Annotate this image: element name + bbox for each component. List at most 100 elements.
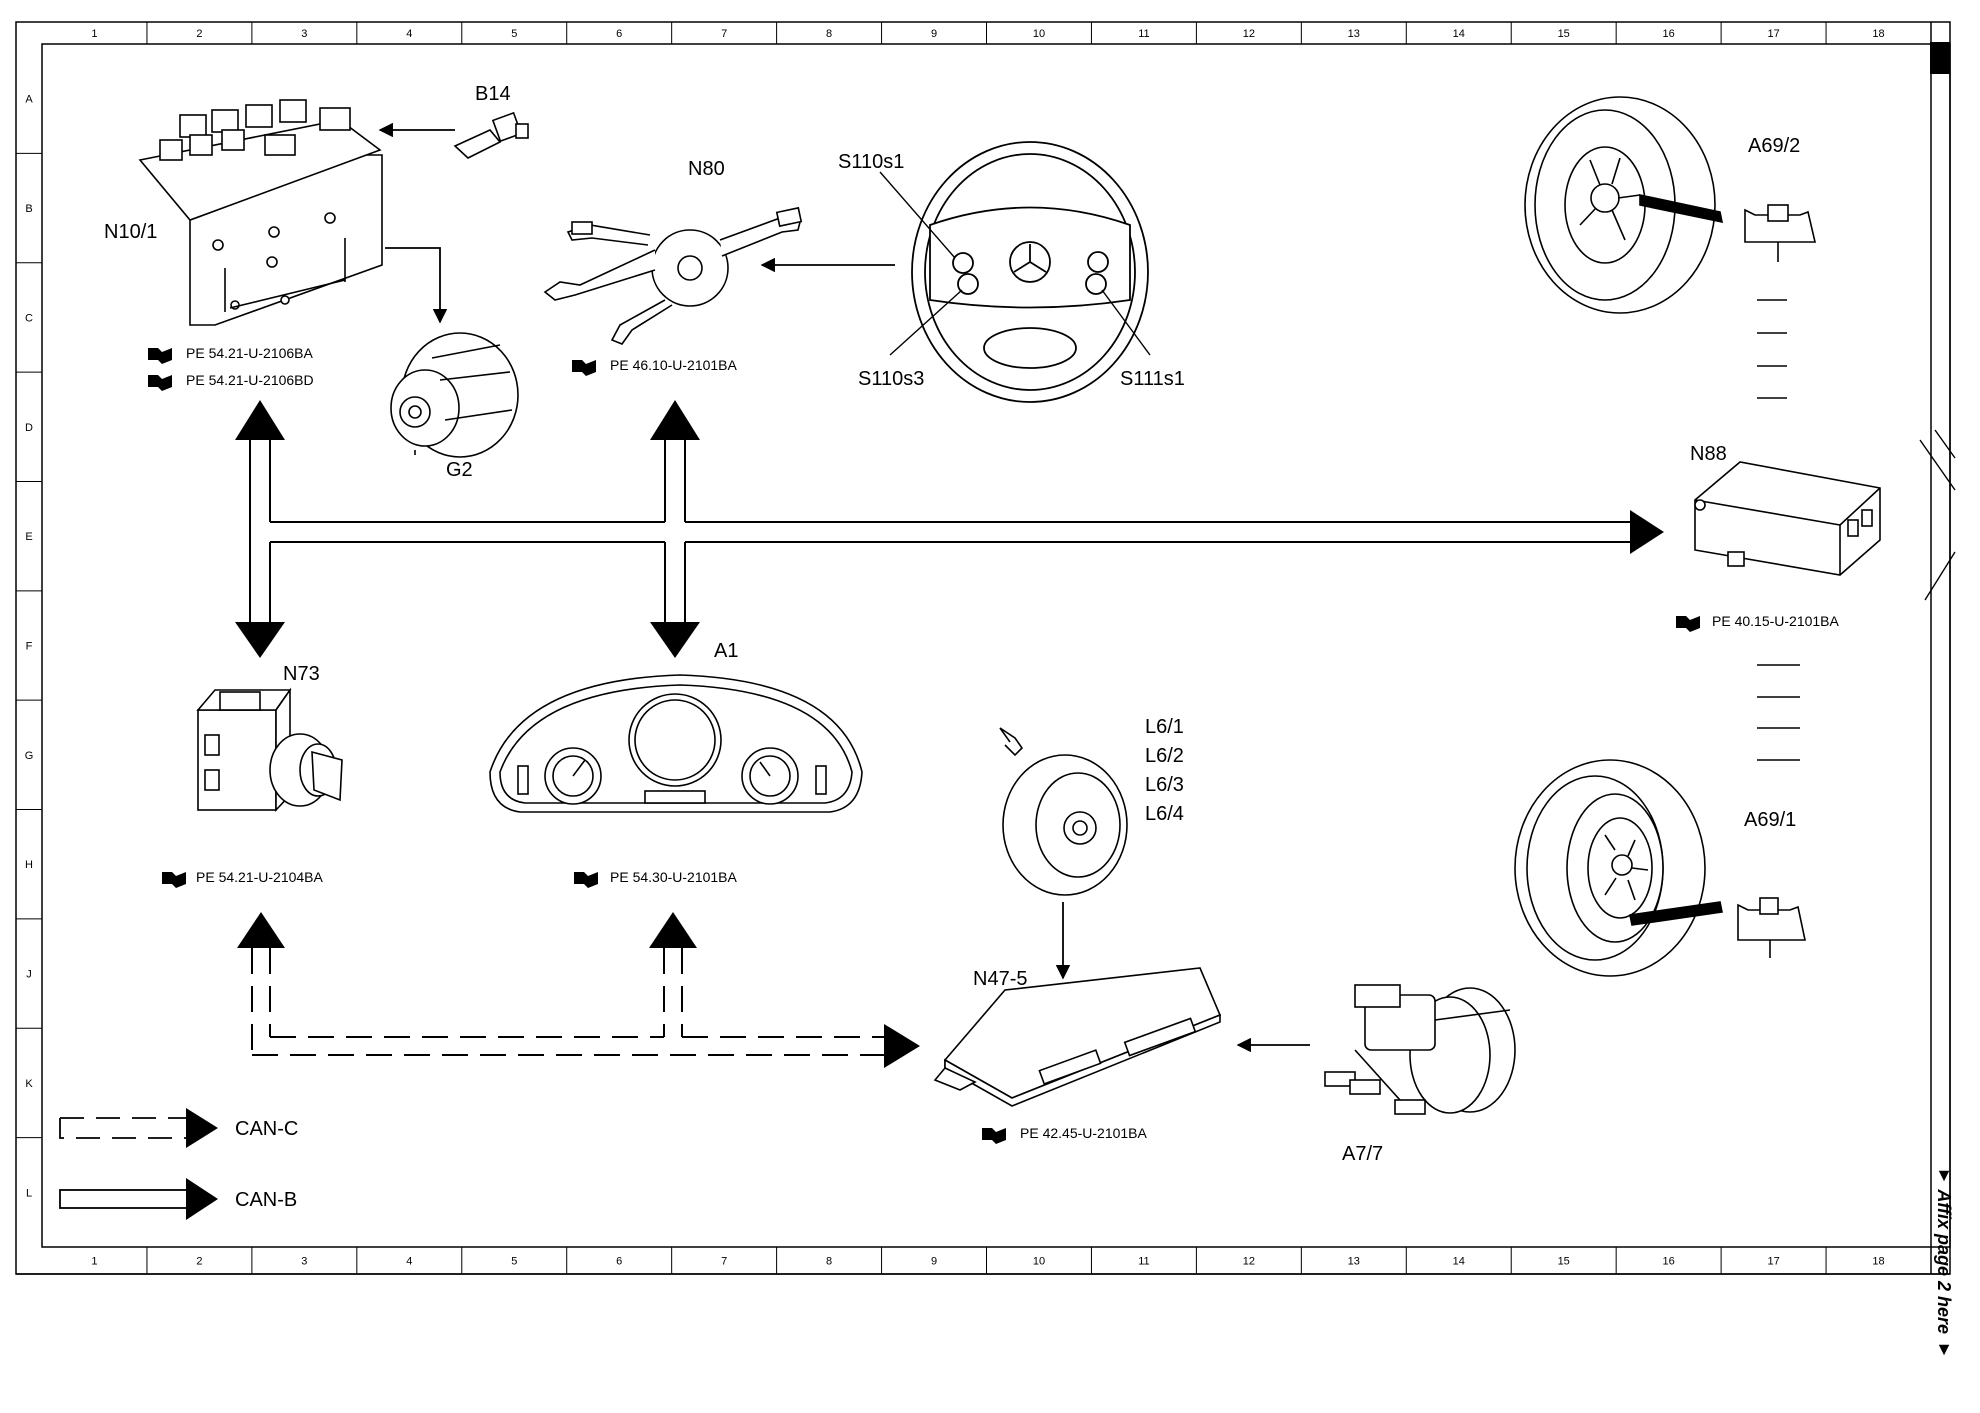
label-n10-1: N10/1 — [104, 221, 157, 243]
label-n47-5: N47-5 — [973, 968, 1027, 990]
label-a1: A1 — [714, 640, 738, 662]
label-b14: B14 — [475, 83, 511, 105]
grid-col-top: 16 — [1663, 28, 1675, 40]
grid-col-top: 4 — [406, 28, 412, 40]
arrow-up-n80 — [650, 400, 700, 440]
label-n80: N80 — [688, 158, 725, 180]
reference-book-icon — [148, 375, 172, 391]
label-a69-1: A69/1 — [1744, 809, 1796, 831]
ref-n10-1-a: PE 54.21-U-2106BA — [186, 345, 314, 361]
grid-col-bottom: 1 — [91, 1256, 97, 1268]
l6-wheel-speed-sensor-drawing — [999, 727, 1128, 896]
ref-n10-1-b: PE 54.21-U-2106BD — [186, 372, 314, 388]
a69-1-wheel-drawing — [1514, 759, 1806, 977]
grid-col-bottom: 13 — [1348, 1256, 1360, 1268]
corner-block — [1930, 42, 1950, 74]
arrow-up-a1-canc — [649, 912, 697, 948]
can-b-arrowheads — [235, 400, 1664, 658]
label-g2: G2 — [446, 459, 473, 481]
signal-arrows — [378, 122, 1310, 1053]
grid-col-bottom: 10 — [1033, 1256, 1045, 1268]
label-a7-7: A7/7 — [1342, 1143, 1383, 1165]
grid-col-top: 1 — [91, 28, 97, 40]
label-n88: N88 — [1690, 443, 1727, 465]
label-l6-2: L6/2 — [1145, 745, 1184, 767]
grid-row-left: L — [26, 1187, 32, 1199]
n10-1-module-drawing — [138, 99, 383, 326]
grid-row-left: K — [25, 1078, 33, 1090]
grid-col-top: 14 — [1453, 28, 1465, 40]
n80-column-module-drawing — [543, 206, 803, 345]
arrow-n10-1-to-g2 — [385, 247, 448, 324]
grid-col-bottom: 3 — [301, 1256, 307, 1268]
reference-book-icon — [1676, 616, 1700, 632]
label-s111s1: S111s1 — [1120, 368, 1185, 390]
grid-col-bottom: 8 — [826, 1256, 832, 1268]
grid-col-top: 13 — [1348, 28, 1360, 40]
grid-col-top: 18 — [1872, 28, 1884, 40]
label-a69-2: A69/2 — [1748, 135, 1800, 157]
b14-sensor-drawing — [453, 111, 529, 159]
legend-can-b-symbol — [59, 1178, 218, 1220]
ref-n47-5: PE 42.45-U-2101BA — [1020, 1125, 1148, 1141]
n88-module-drawing — [1694, 461, 1881, 576]
a69-2-wheel-drawing — [1524, 96, 1817, 314]
grid-col-bottom: 14 — [1453, 1256, 1465, 1268]
grid-col-top: 5 — [511, 28, 517, 40]
grid-row-left: C — [25, 312, 33, 324]
arrow-right-n47-5 — [884, 1024, 920, 1068]
n73-ignition-switch-drawing — [196, 687, 343, 813]
label-l6-4: L6/4 — [1145, 803, 1184, 825]
grid-col-bottom: 17 — [1767, 1256, 1779, 1268]
grid-row-left: A — [25, 94, 33, 106]
label-n73: N73 — [283, 663, 320, 685]
reference-book-icon — [162, 872, 186, 888]
reference-book-icon — [574, 872, 598, 888]
grid-col-bottom: 15 — [1558, 1256, 1570, 1268]
label-s110s3: S110s3 — [858, 368, 924, 390]
grid-row-left: J — [26, 969, 32, 981]
grid-col-top: 15 — [1558, 28, 1570, 40]
grid-col-bottom: 6 — [616, 1256, 622, 1268]
s111s1-button-icon — [1087, 251, 1109, 273]
grid-col-top: 6 — [616, 28, 622, 40]
a7-7-brake-booster-drawing — [1324, 984, 1516, 1115]
grid-row-left: H — [25, 859, 33, 871]
grid-col-bottom: 2 — [196, 1256, 202, 1268]
legend: CAN-C CAN-B — [59, 1108, 298, 1220]
grid-col-top: 12 — [1243, 28, 1255, 40]
arrow-down-n73 — [235, 622, 285, 658]
s110s1-button-icon — [952, 252, 974, 274]
s110s3-button-icon — [957, 273, 979, 295]
grid-col-top: 11 — [1138, 28, 1149, 40]
grid-col-top: 9 — [931, 28, 937, 40]
arrow-up-n73-canc — [237, 912, 285, 948]
grid-col-top: 17 — [1767, 28, 1779, 40]
grid-row-left: F — [26, 641, 33, 653]
grid-col-top: 7 — [721, 28, 727, 40]
n88-tpms-links — [1757, 299, 1956, 761]
reference-book-icon — [982, 1128, 1006, 1144]
label-l6-1: L6/1 — [1145, 716, 1184, 738]
ref-n73: PE 54.21-U-2104BA — [196, 869, 324, 885]
grid-col-bottom: 12 — [1243, 1256, 1255, 1268]
g2-alternator-drawing — [390, 332, 519, 458]
grid-col-top: 2 — [196, 28, 202, 40]
label-s110s1: S110s1 — [838, 151, 904, 173]
grid-col-bottom: 9 — [931, 1256, 937, 1268]
can-c-bus — [251, 948, 884, 1056]
steering-wheel-drawing — [911, 141, 1149, 403]
ref-n80: PE 46.10-U-2101BA — [610, 357, 738, 373]
grid-col-bottom: 16 — [1663, 1256, 1675, 1268]
grid-row-left: G — [25, 750, 34, 762]
n47-5-control-unit-drawing — [933, 967, 1222, 1107]
grid-col-bottom: 5 — [511, 1256, 517, 1268]
arrow-down-a1 — [650, 622, 700, 658]
drawing-frame — [15, 21, 1951, 1275]
arrow-right-n88 — [1630, 510, 1664, 554]
grid-col-bottom: 4 — [406, 1256, 412, 1268]
